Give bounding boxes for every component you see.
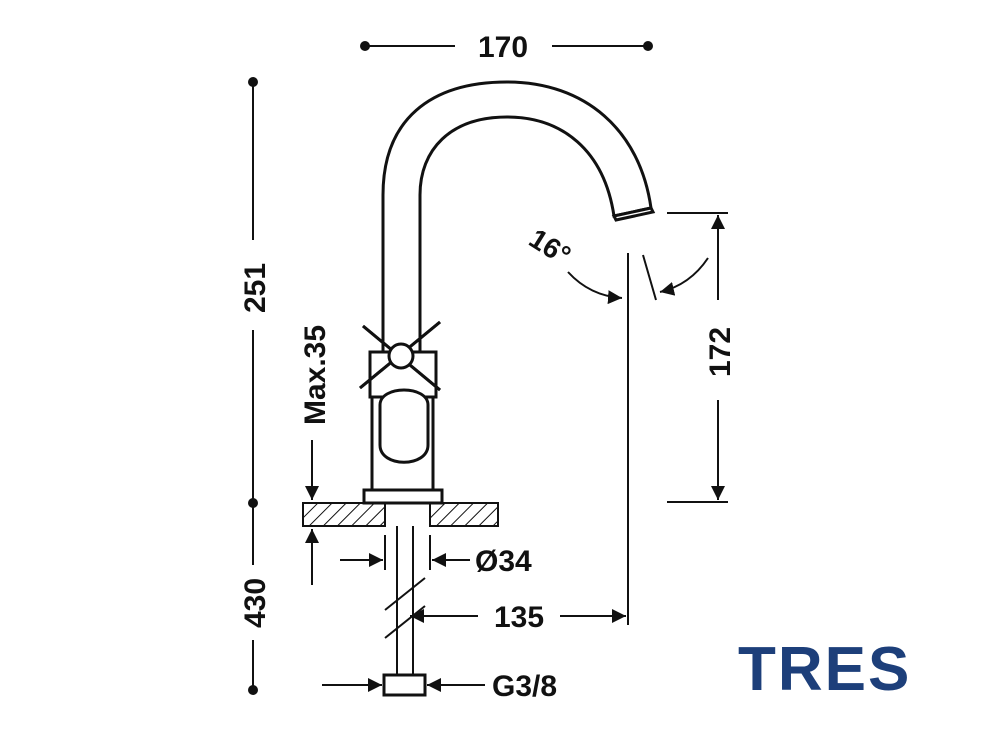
brand-logo: TRES: [738, 635, 911, 704]
countertop-section: [302, 502, 499, 527]
dimension-label-172: 172: [704, 327, 737, 377]
dimension-angle: 16°: [524, 223, 709, 305]
brand-logo-text: TRES: [738, 635, 911, 704]
dimension-label-135: 135: [494, 601, 544, 634]
dimension-label-251: 251: [239, 263, 272, 313]
dimension-label-170: 170: [478, 31, 528, 64]
dimension-spout-height: 172: [667, 212, 737, 503]
dimension-left-vertical: 251 430: [239, 77, 272, 695]
dimension-label-430: 430: [239, 578, 272, 628]
dimension-reach: 135: [410, 253, 629, 634]
dimension-label-16-degrees: 16°: [524, 223, 576, 272]
dimension-max-thickness: Max.35: [299, 325, 332, 585]
dimension-label-g38: G3/8: [492, 670, 557, 703]
supply-hose: [382, 526, 427, 697]
dimension-hole-diameter: Ø34: [340, 535, 532, 578]
dimension-top-width: 170: [360, 31, 653, 64]
faucet-body: [359, 80, 656, 505]
dimension-label-diameter-34: Ø34: [475, 545, 532, 578]
dimension-thread: G3/8: [322, 670, 557, 703]
dimension-label-max35: Max.35: [299, 325, 332, 425]
